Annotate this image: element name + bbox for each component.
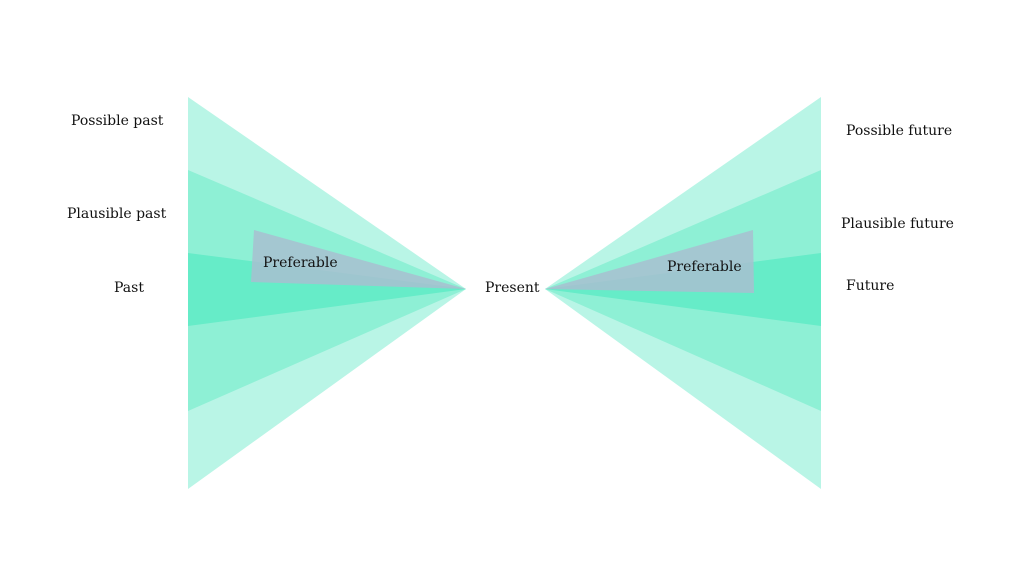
past-label: Past: [114, 280, 144, 296]
possible-future-label: Possible future: [846, 123, 953, 139]
preferable-past-wedge: [251, 230, 466, 289]
preferable-future-label: Preferable: [667, 259, 742, 275]
possible-past-label: Possible past: [71, 113, 164, 129]
present-label: Present: [485, 280, 540, 296]
future-label: Future: [846, 278, 895, 294]
preferable-future-wedge: [545, 230, 754, 293]
plausible-future-label: Plausible future: [841, 216, 954, 232]
plausible-past-label: Plausible past: [67, 206, 167, 222]
preferable-past-label: Preferable: [263, 255, 338, 271]
